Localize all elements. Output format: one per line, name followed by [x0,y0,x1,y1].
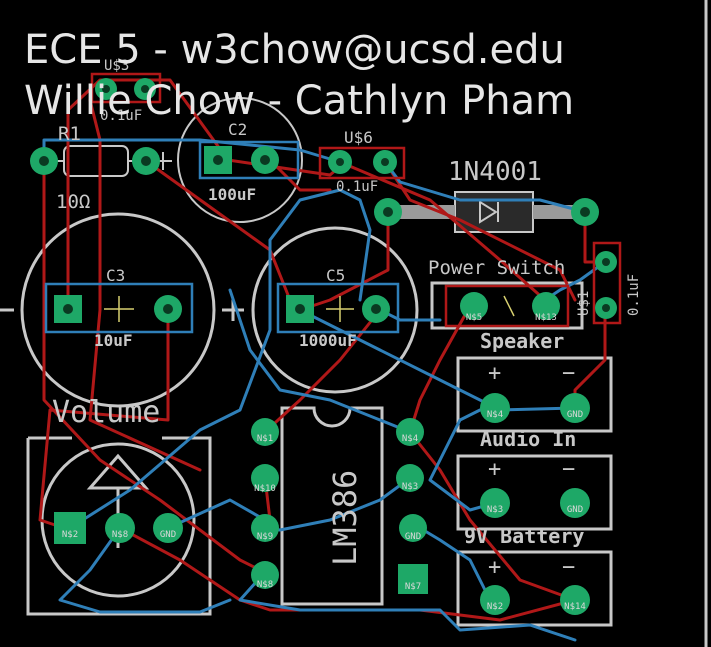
svg-text:N$7: N$7 [405,582,421,592]
svg-text:N$3: N$3 [402,482,418,492]
pad-battery-1: N$2 [480,585,510,615]
u6-value: 0.1uF [336,179,378,195]
pad-c5-2 [362,295,390,323]
r1-name: R1 [58,123,81,145]
pad-ic-right-2: N$3 [396,464,424,492]
title-block: ECE 5 - w3chow@ucsd.edu Willie Chow - Ca… [24,27,574,124]
pads [30,78,617,323]
svg-text:N$4: N$4 [487,410,503,420]
pad-r1-1 [30,147,58,175]
battery-minus: − [562,555,575,580]
pad-volume-1: N$2 [54,512,86,544]
pad-switch-2: N$13 [532,292,560,323]
component-outlines [44,72,622,334]
pad-diode-2 [571,198,599,226]
svg-text:GND: GND [405,532,421,542]
title-line-2: Willie Chow - Cathlyn Pham [24,78,574,124]
pad-ic-left-2: N$10 [251,464,279,494]
pad-u1-2 [595,297,617,319]
svg-text:N$3: N$3 [487,505,503,515]
u1-name: U$1 [576,291,592,316]
svg-text:N$2: N$2 [487,602,503,612]
battery-label: 9V Battery [464,524,584,548]
speaker-plus: + [488,361,501,386]
svg-text:GND: GND [160,530,176,540]
svg-text:N$1: N$1 [257,434,273,444]
svg-text:N$5: N$5 [466,313,482,323]
labeled-pads: N$5 N$13 N$1 N$10 N$9 N$8 N$4 N$3 GND N$… [54,292,590,615]
svg-text:N$4: N$4 [402,434,418,444]
power-switch-label: Power Switch [428,257,565,279]
pad-speaker-1: N$4 [480,393,510,423]
r1-value: 10Ω [56,191,90,213]
svg-text:N$10: N$10 [254,484,276,494]
pad-u3-1 [95,78,117,100]
svg-text:N$14: N$14 [564,602,586,612]
svg-text:N$13: N$13 [535,313,557,323]
audio-minus: − [562,457,575,482]
svg-text:GND: GND [567,410,583,420]
pad-c3-1 [54,295,82,323]
pad-u6-1 [328,150,352,174]
ic-label: LM386 [326,470,364,566]
svg-text:N$8: N$8 [112,530,128,540]
pad-audio-1: N$3 [480,488,510,518]
speaker-label: Speaker [480,329,564,353]
svg-text:GND: GND [567,505,583,515]
u3-value: 0.1uF [100,108,142,124]
pad-volume-3: GND [153,513,183,543]
c5-value: 1000uF [299,331,357,350]
pad-c5-1 [286,295,314,323]
pad-ic-left-3: N$9 [251,514,279,542]
pad-u6-2 [373,150,397,174]
pad-volume-2: N$8 [105,513,135,543]
bottom-copper-traces [42,138,607,642]
svg-text:N$2: N$2 [62,530,78,540]
pad-ic-right-1: N$4 [396,418,424,446]
c3-name: C3 [106,266,125,285]
pad-diode-1 [374,198,402,226]
pad-ic-left-4: N$8 [251,561,279,590]
u6-name: U$6 [344,128,373,147]
audio-plus: + [488,457,501,482]
u3-name: U$3 [104,58,129,74]
pad-c2-1 [204,146,232,174]
c5-name: C5 [326,266,345,285]
pad-ic-right-4: N$7 [398,564,428,594]
pad-ic-left-1: N$1 [251,418,279,446]
pad-speaker-2: GND [560,393,590,423]
pad-switch-1: N$5 [460,292,488,323]
pad-c2-2 [251,146,279,174]
pad-ic-right-3: GND [399,514,427,542]
pad-c3-2 [154,295,182,323]
pad-battery-2: N$14 [560,585,590,615]
u1-value: 0.1uF [626,274,642,316]
pad-r1-2 [132,147,160,175]
svg-text:N$9: N$9 [257,532,273,542]
component-labels: R1 10Ω C2 100uF C3 10uF C5 1000uF U$3 0.… [52,58,642,580]
speaker-minus: − [562,361,575,386]
battery-plus: + [488,555,501,580]
c2-name: C2 [228,120,247,139]
pad-u1-1 [595,251,617,273]
diode-label: 1N4001 [448,157,542,187]
svg-text:N$8: N$8 [257,580,273,590]
c2-value: 100uF [208,185,256,204]
volume-label: Volume [52,395,160,430]
audio-in-label: Audio In [480,427,576,451]
pad-audio-2: GND [560,488,590,518]
pad-u3-2 [134,78,156,100]
c3-value: 10uF [94,331,133,350]
title-line-1: ECE 5 - w3chow@ucsd.edu [24,27,565,73]
